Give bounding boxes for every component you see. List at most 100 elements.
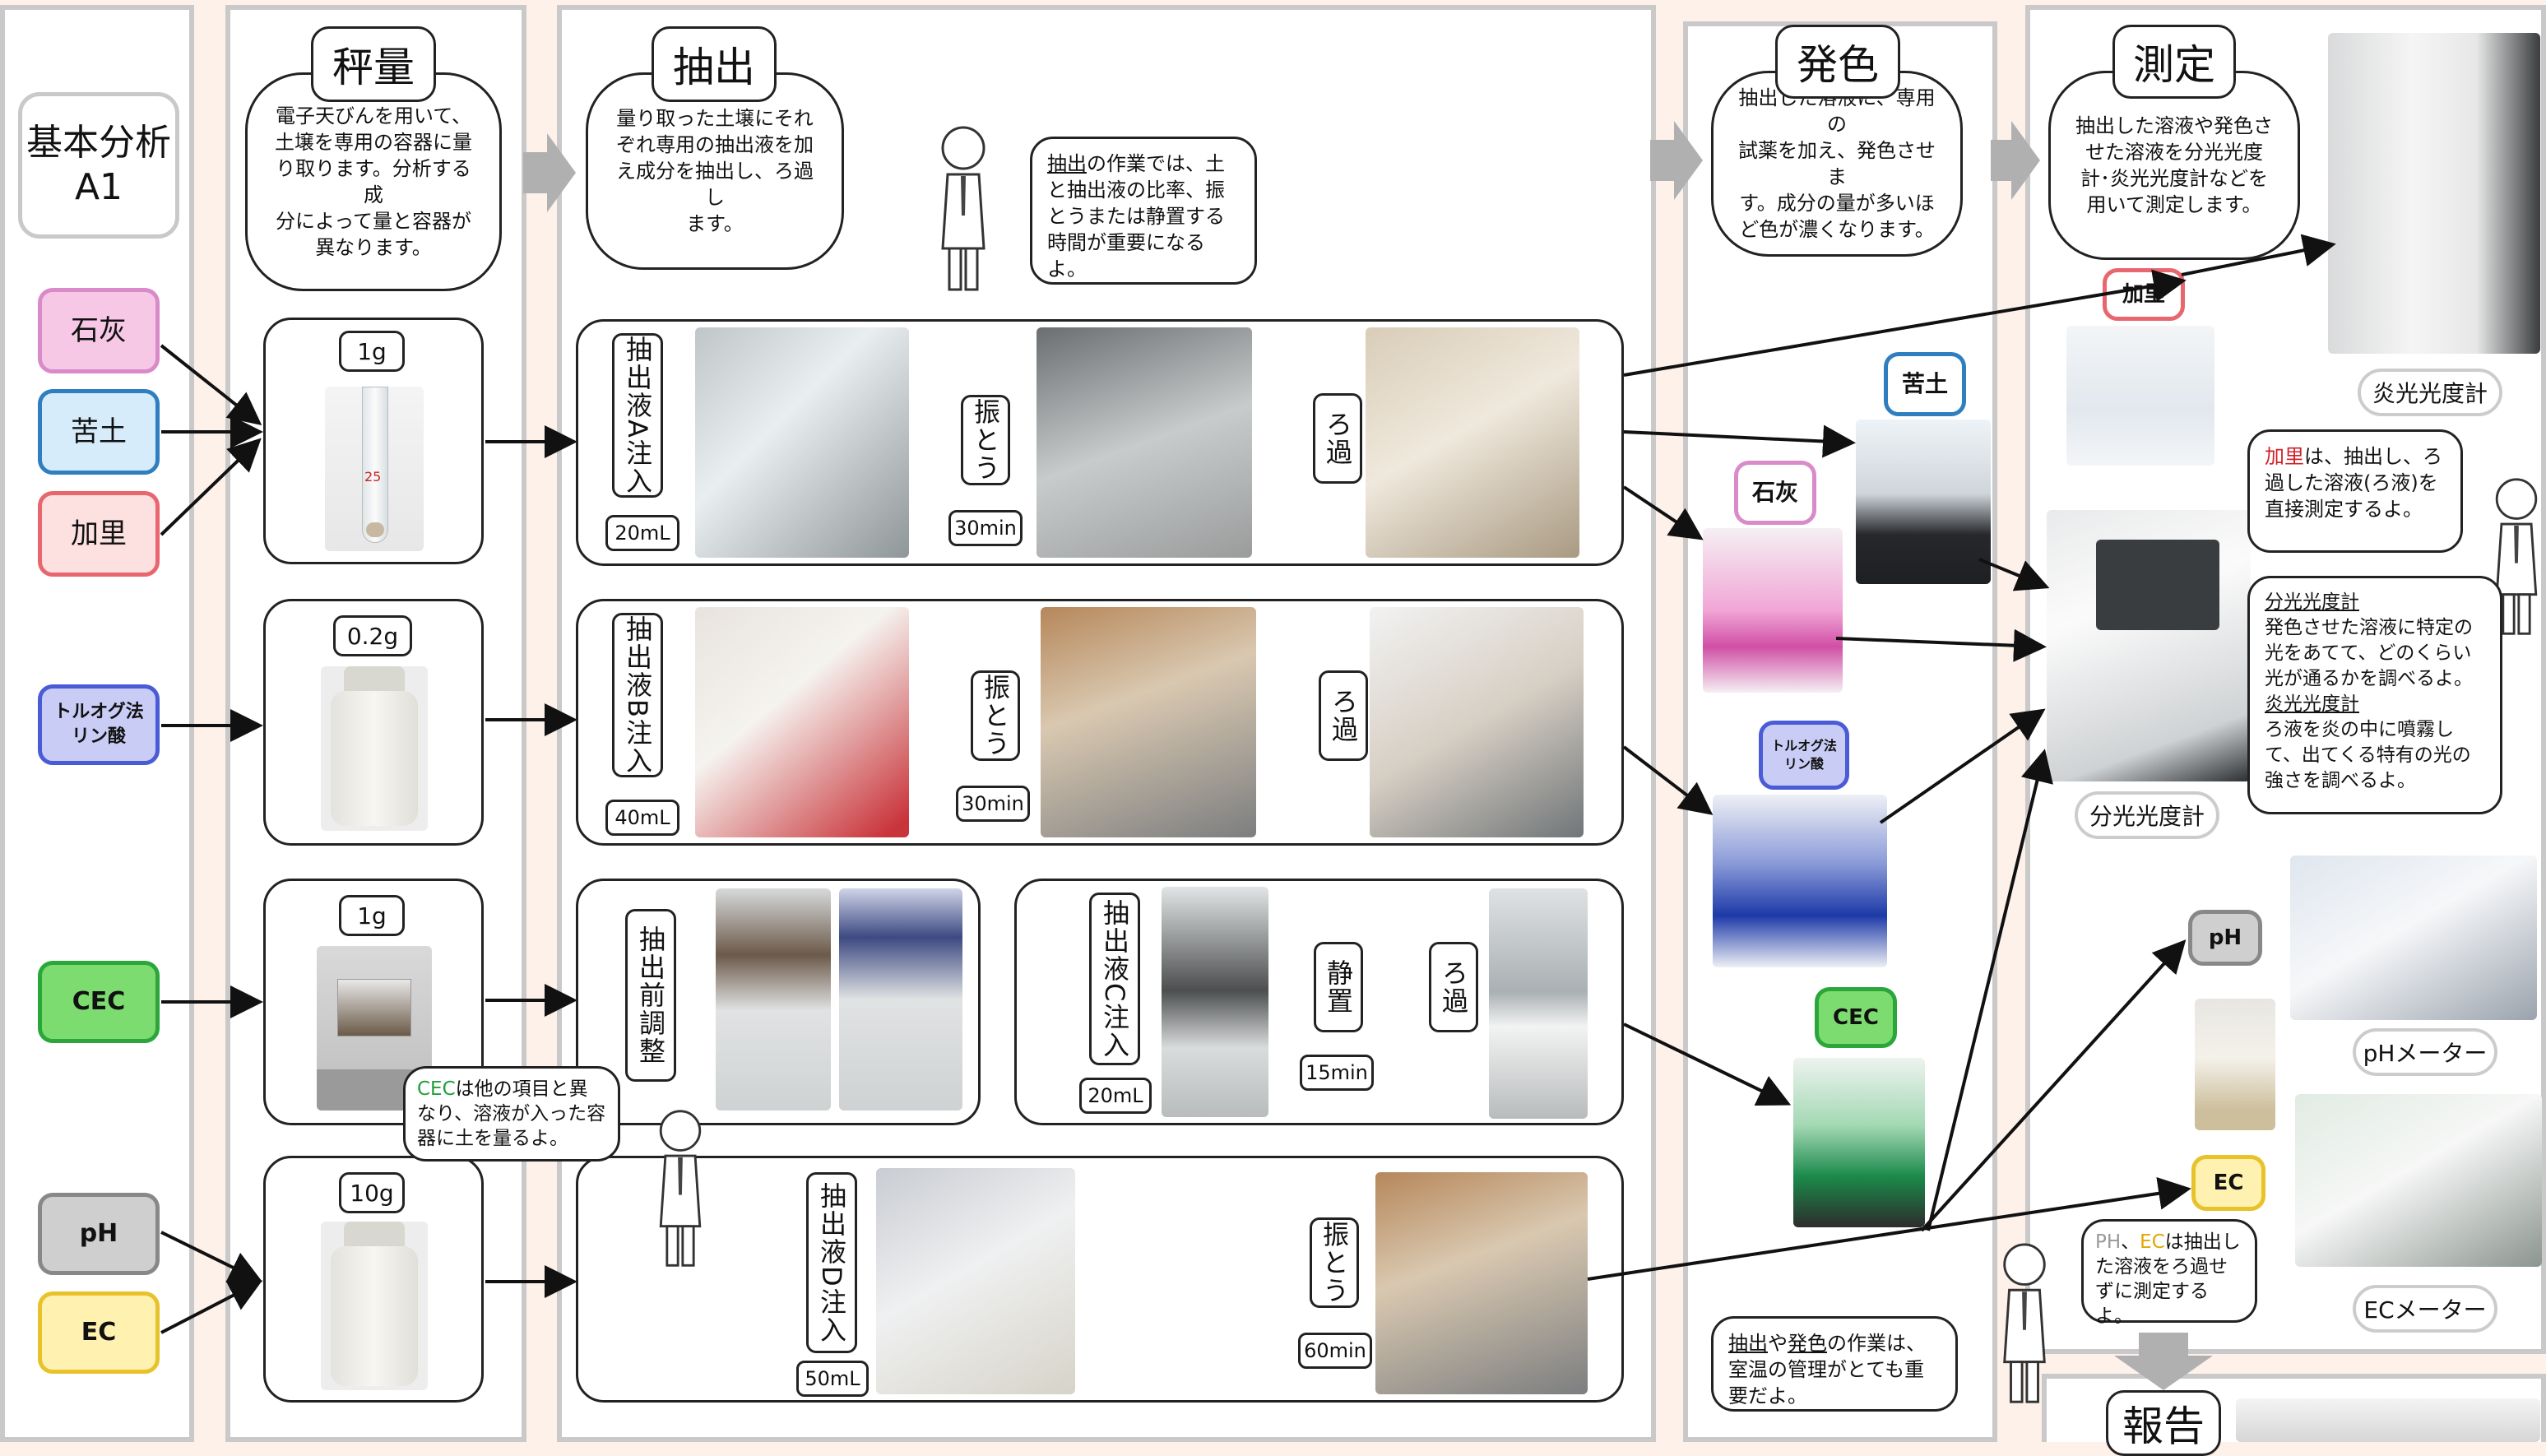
potash-keyword: 加里 [2265, 445, 2304, 468]
measure-tag-potash: 加里 [2103, 268, 2185, 321]
note-keyword-extract: 抽出 [1728, 1332, 1768, 1355]
tag-potash: 加里 [38, 491, 160, 577]
extract-header: 抽出 [652, 26, 777, 102]
tag-lime: 石灰 [38, 288, 160, 373]
color-desc-line: 試薬を加え、発色させま [1738, 139, 1936, 188]
tag-ph: pH [38, 1193, 160, 1275]
row1-time-label: 30min [948, 510, 1023, 546]
ph-ec-note-bubble: PH、ECは抽出した溶液をろ過せずに測定するよ。 [2081, 1219, 2257, 1327]
row1-photo-shaker [1036, 327, 1252, 558]
ec-meter-label: ECメーター [2353, 1285, 2497, 1333]
row2-photo-filter [1370, 607, 1584, 837]
bottle-photo-4 [321, 1222, 428, 1390]
extract-desc-line: え成分を抽出し、ろ過し [616, 160, 814, 209]
ec-keyword: EC [2140, 1231, 2165, 1253]
row2-photo-injection [695, 607, 909, 837]
measure-desc-line: 抽出した溶液や発色さ [2075, 114, 2273, 137]
row1-step3-label: ろ過 [1313, 393, 1362, 484]
row4-step1-label: 抽出液D注入 [806, 1172, 857, 1353]
color-tag-truog: トルオグ法 リン酸 [1759, 721, 1849, 790]
note-mid: や [1768, 1332, 1788, 1355]
title-line2: A1 [74, 166, 123, 208]
tube-mark: 25 [364, 469, 382, 485]
report-header: 報告 [2106, 1390, 2221, 1456]
spectrophotometer-photo [2047, 510, 2251, 781]
row3-step2-label: 静置 [1314, 942, 1363, 1032]
row3-step3-label: ろ過 [1429, 942, 1478, 1032]
potash-note-text: は、抽出し、ろ過した溶液(ろ液)を直接測定するよ。 [2265, 445, 2442, 521]
exp-body-flame: ろ液を炎の中に噴霧して、出てくる特有の光の強さを調べるよ。 [2265, 719, 2471, 791]
row4-photo-inject [876, 1168, 1075, 1394]
row3-vol-label: 20mL [1079, 1078, 1152, 1114]
color-description: 抽出した溶液に、専用の 試薬を加え、発色させま す。成分の量が多いほ ど色が濃く… [1711, 71, 1963, 257]
rack-magnesia [1856, 420, 1991, 584]
weigh-desc-line: 異なります。 [315, 236, 432, 259]
ph-meter-photo [2290, 856, 2537, 1020]
note-text: の作業は、室温の管理がとても重要だよ。 [1728, 1332, 1926, 1407]
note-keyword-color: 発色 [1788, 1332, 1827, 1355]
flame-photometer-label: 炎光光度計 [2358, 369, 2502, 416]
tag-magnesia: 苦土 [38, 389, 160, 475]
truog-line1: トルオグ法 [53, 702, 144, 722]
ph-sample-photo [2195, 999, 2275, 1130]
row2-time-label: 30min [956, 786, 1030, 822]
measure-tag-ec: EC [2191, 1155, 2265, 1211]
rack-truog [1713, 795, 1887, 967]
tag-truog-phosphate: トルオグ法 リン酸 [38, 684, 160, 765]
cec-note-bubble: CECは他の項目と異なり、溶液が入った容器に土を量るよ。 [403, 1066, 620, 1162]
ph-ec-sep: 、 [2121, 1231, 2140, 1253]
measure-desc-line: 計･炎光光度計などを [2080, 167, 2268, 190]
row2-photo-shaker [1041, 607, 1256, 837]
weigh-description: 電子天びんを用いて、 土壌を専用の容器に量 り取ります。分析する成 分によって量… [245, 72, 502, 291]
ec-meter-photo [2295, 1094, 2542, 1267]
truog-line2: リン酸 [71, 726, 126, 747]
measure-tag-ph: pH [2188, 910, 2262, 966]
color-desc-line: ど色が濃くなります。 [1739, 218, 1935, 241]
measure-description: 抽出した溶液や発色さ せた溶液を分光光度 計･炎光光度計などを 用いて測定します… [2048, 71, 2300, 260]
scientist-icon [2495, 478, 2538, 635]
tip-keyword: 抽出 [1047, 152, 1087, 175]
row3-photo-pre2 [839, 888, 962, 1111]
tag-cec: CEC [38, 961, 160, 1043]
row3-pre-label: 抽出前調整 [625, 909, 676, 1082]
exp-body-spectro: 発色させた溶液に特定の光をあてて、どのくらい光が通るかを調べるよ。 [2265, 617, 2473, 689]
amount-label-4: 10g [339, 1172, 405, 1213]
amount-label-3: 1g [339, 895, 405, 936]
weigh-header: 秤量 [311, 26, 436, 102]
tag-ec: EC [38, 1291, 160, 1374]
row4-photo-shaker [1375, 1172, 1588, 1394]
row2-step2-label: 振とう [971, 670, 1020, 761]
spectrophotometer-label: 分光光度計 [2075, 791, 2219, 839]
weigh-desc-line: 電子天びんを用いて、 [275, 104, 472, 128]
row3-photo-pre1 [716, 888, 831, 1111]
tube-photo: 25 [325, 387, 424, 551]
measure-desc-line: 用いて測定します。 [2086, 193, 2262, 216]
row4-time-label: 60min [1298, 1333, 1372, 1369]
tip-text: の作業では、土と抽出液の比率、振とうまたは静置する時間が重要になるよ。 [1047, 152, 1225, 281]
extract-desc-line: 量り取った土壌にそれ [616, 107, 814, 130]
row1-photo-filter [1366, 327, 1579, 558]
rack-potash [2066, 326, 2214, 466]
exp-title-spectro: 分光光度計 [2265, 591, 2359, 613]
exp-title-flame: 炎光光度計 [2265, 693, 2359, 715]
instrument-explanation-bubble: 分光光度計 発色させた溶液に特定の光をあてて、どのくらい光が通るかを調べるよ。 … [2247, 576, 2502, 814]
measure-header: 測定 [2112, 25, 2236, 99]
potash-note-bubble: 加里は、抽出し、ろ過した溶液(ろ液)を直接測定するよ。 [2247, 429, 2463, 553]
color-desc-line: す。成分の量が多いほ [1739, 192, 1935, 215]
extract-description: 量り取った土壌にそれ ぞれ専用の抽出液を加 え成分を抽出し、ろ過し ます。 [586, 72, 844, 270]
amount-label-2: 0.2g [333, 615, 412, 656]
cec-note-keyword: CEC [417, 1078, 456, 1100]
row3-step1-label: 抽出液C注入 [1089, 893, 1140, 1065]
row2-step3-label: ろ過 [1319, 670, 1368, 761]
title-line1: 基本分析 [26, 122, 171, 164]
weigh-desc-line: 土壌を専用の容器に量 [275, 131, 472, 154]
report-screen-photo [2236, 1398, 2540, 1442]
row4-vol-label: 50mL [796, 1361, 869, 1397]
color-tag-cec: CEC [1815, 987, 1897, 1048]
row3-time-label: 15min [1300, 1055, 1374, 1091]
row1-step2-label: 振とう [961, 395, 1010, 485]
amount-label-1: 1g [339, 331, 405, 372]
extract-tip-bubble: 抽出の作業では、土と抽出液の比率、振とうまたは静置する時間が重要になるよ。 [1030, 137, 1257, 285]
extract-desc-line: ます。 [686, 212, 744, 235]
color-tag-magnesia: 苦土 [1884, 352, 1966, 416]
